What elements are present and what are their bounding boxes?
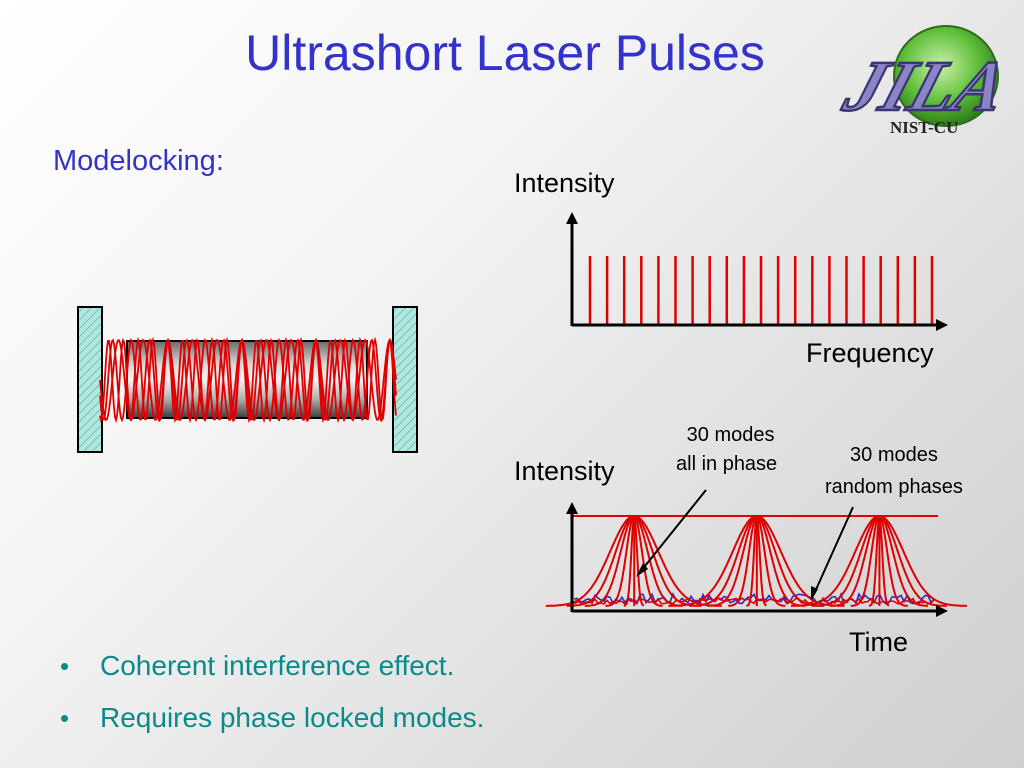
annotation-in-phase-line1: 30 modes — [686, 424, 775, 446]
slide-title: Ultrashort Laser Pulses — [245, 25, 765, 81]
annotation-in-phase-line2: all in phase — [676, 453, 778, 475]
bullet-item: • Coherent interference effect. — [58, 648, 484, 700]
slide-subtitle: Modelocking: — [53, 145, 224, 177]
logo-globe — [893, 25, 999, 127]
annotation-random-phases-line1: 30 modes — [850, 444, 938, 466]
time-x-axis-arrow — [936, 605, 948, 617]
mode-comb — [588, 256, 934, 325]
jila-logo: JILA — [834, 25, 1019, 127]
phase-locked-pulses — [545, 514, 967, 607]
time-y-axis-arrow — [566, 502, 578, 514]
logo-emblem-text: JILA — [835, 46, 1018, 126]
bullet-dot-icon: • — [60, 651, 70, 681]
bullet-list: • Coherent interference effect. • Requires… — [58, 648, 484, 752]
annotation-random-phases: 30 modes random phases — [825, 443, 963, 499]
logo-caption: NIST-CU — [890, 118, 959, 137]
annotation-random-phases-line2: random phases — [825, 476, 963, 498]
bullet-text: Requires phase locked modes. — [100, 702, 485, 733]
freq-chart-ylabel: Intensity — [514, 168, 615, 198]
arrow-random-phases — [813, 506, 854, 595]
annotation-arrows — [636, 489, 854, 601]
bullet-dot-icon: • — [60, 703, 70, 733]
arrow-in-phase-head — [636, 563, 648, 577]
arrow-random-phases-head — [811, 586, 818, 601]
bullet-item: • Requires phase locked modes. — [58, 700, 484, 752]
cavity-standing-waves — [99, 336, 397, 424]
freq-y-axis-arrow — [566, 212, 578, 224]
freq-x-axis-arrow — [936, 319, 948, 331]
right-mirror — [392, 306, 418, 453]
standing-wave — [99, 338, 397, 423]
time-chart-ylabel: Intensity — [514, 456, 615, 486]
standing-wave — [99, 336, 397, 424]
time-chart-xlabel: Time — [849, 627, 908, 657]
bullet-text: Coherent interference effect. — [100, 650, 455, 681]
arrow-in-phase — [640, 489, 707, 572]
freq-chart-xlabel: Frequency — [806, 338, 934, 368]
annotation-in-phase: 30 modes all in phase — [676, 423, 777, 476]
left-mirror — [77, 306, 103, 453]
